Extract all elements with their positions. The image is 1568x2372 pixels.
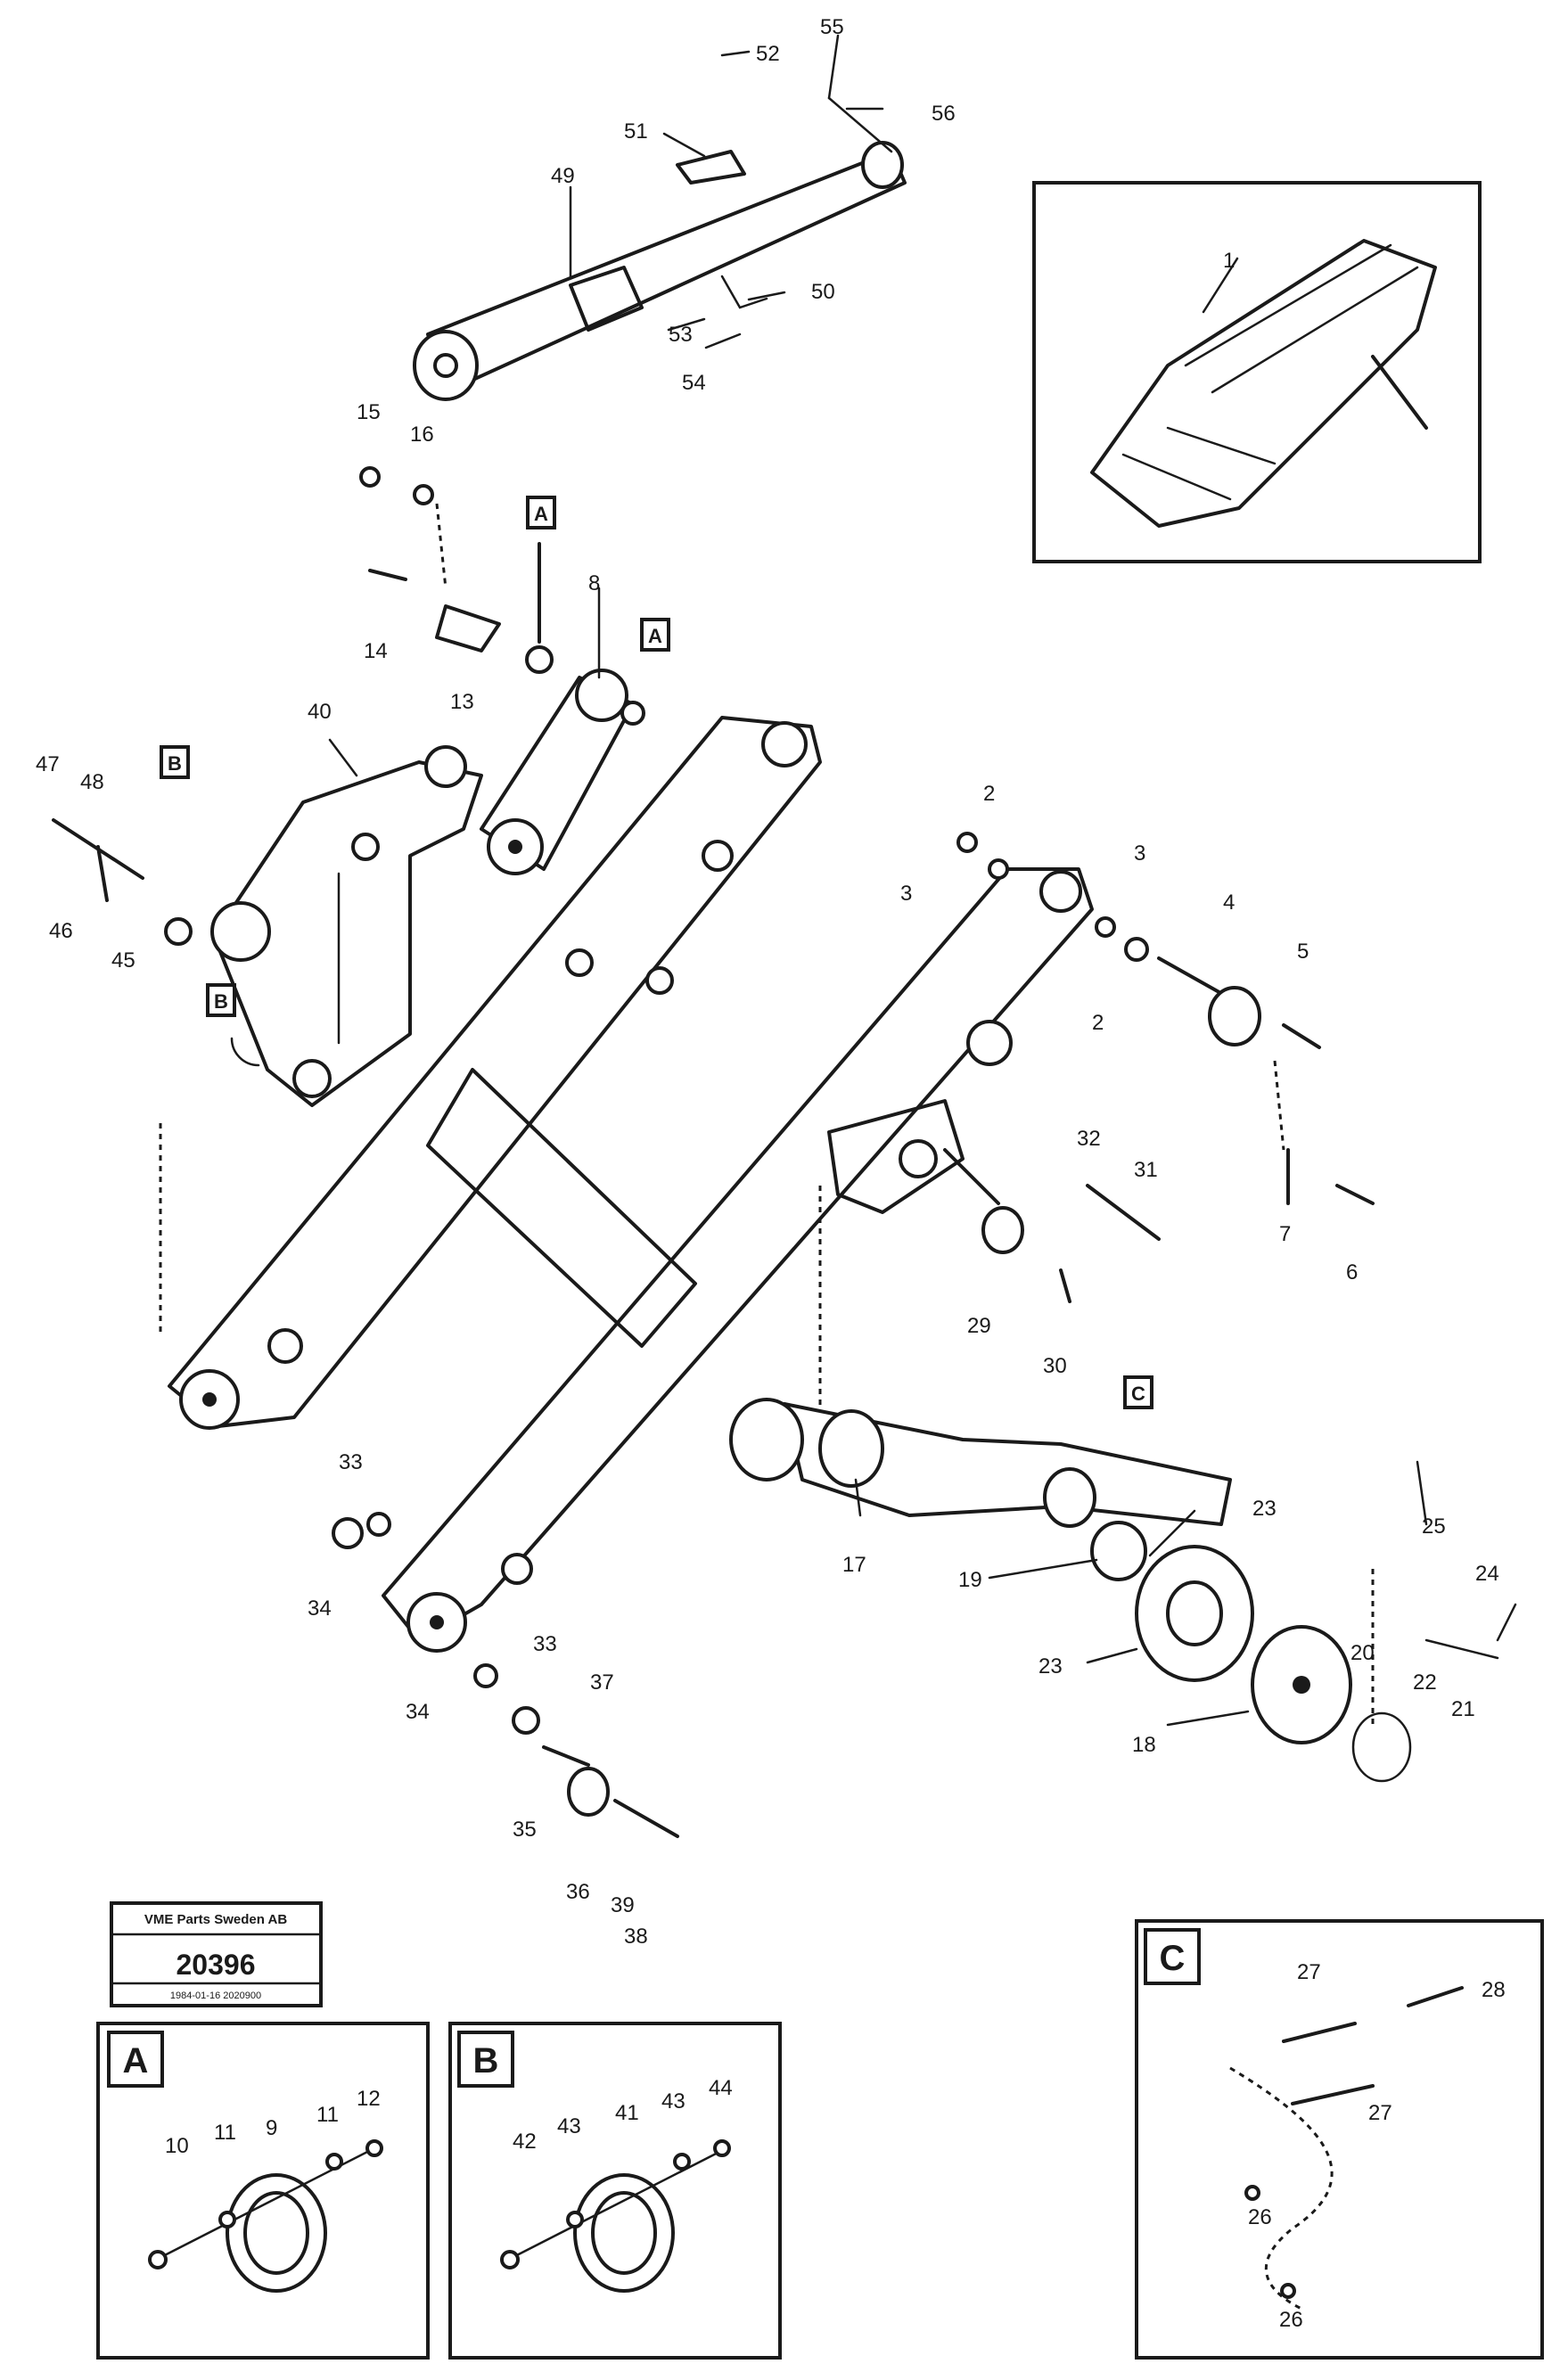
callout-7: 7 xyxy=(1279,1222,1291,1246)
loader-inset xyxy=(1032,181,1482,563)
axle-assembly xyxy=(729,1398,1499,1783)
svg-text:C: C xyxy=(1131,1383,1145,1405)
callout-34a: 34 xyxy=(308,1596,332,1621)
callout-37: 37 xyxy=(590,1670,614,1695)
svg-text:A: A xyxy=(534,503,548,525)
ref-marker-b-2: B xyxy=(206,983,236,1017)
svg-text:VME Parts Sweden AB: VME Parts Sweden AB xyxy=(144,1912,287,1927)
callout-6: 6 xyxy=(1346,1260,1358,1284)
callout-22: 22 xyxy=(1413,1670,1437,1695)
callout-31: 31 xyxy=(1134,1158,1158,1182)
callout-44: 44 xyxy=(709,2076,733,2100)
callout-39: 39 xyxy=(611,1893,635,1917)
callout-55: 55 xyxy=(820,15,844,39)
callouts: 1 49 50 53 54 51 52 55 56 15 16 14 13 8 … xyxy=(36,15,1517,2332)
callout-50: 50 xyxy=(811,280,835,304)
callout-5: 5 xyxy=(1297,940,1309,964)
callout-43b: 43 xyxy=(661,2089,685,2113)
callout-47: 47 xyxy=(36,752,60,776)
callout-29: 29 xyxy=(967,1314,991,1338)
callout-25: 25 xyxy=(1422,1514,1446,1539)
callout-32: 32 xyxy=(1077,1127,1101,1151)
callout-45: 45 xyxy=(111,948,135,973)
callout-24: 24 xyxy=(1475,1562,1499,1586)
svg-text:20396: 20396 xyxy=(177,1949,256,1981)
callout-49: 49 xyxy=(551,164,575,188)
callout-23b: 23 xyxy=(1038,1654,1063,1678)
parts-stamp: VME Parts Sweden AB 20396 1984-01-16 202… xyxy=(110,1901,323,2007)
ref-marker-b-1: B xyxy=(160,745,190,779)
callout-4: 4 xyxy=(1223,891,1235,915)
callout-27a: 27 xyxy=(1297,1960,1321,1984)
callout-2a: 2 xyxy=(983,782,995,806)
callout-18: 18 xyxy=(1132,1733,1156,1757)
callout-36: 36 xyxy=(566,1880,590,1904)
callout-33b: 33 xyxy=(533,1632,557,1656)
callout-11b: 11 xyxy=(316,2103,339,2127)
callout-33a: 33 xyxy=(339,1450,363,1474)
callout-2b: 2 xyxy=(1092,1011,1104,1035)
callout-12: 12 xyxy=(357,2087,381,2111)
callout-23a: 23 xyxy=(1252,1497,1277,1521)
callout-30: 30 xyxy=(1043,1354,1067,1378)
hardware-pins xyxy=(52,466,1375,1838)
callout-56: 56 xyxy=(932,102,956,126)
callout-14: 14 xyxy=(364,639,388,663)
callout-27b: 27 xyxy=(1368,2101,1392,2125)
svg-text:B: B xyxy=(168,752,182,775)
callout-11a: 11 xyxy=(214,2121,236,2145)
detail-box-c: C xyxy=(1135,1919,1544,2360)
callout-3a: 3 xyxy=(900,882,912,906)
callout-38: 38 xyxy=(624,1925,648,1949)
lift-link-8 xyxy=(480,669,635,875)
callout-17: 17 xyxy=(842,1553,866,1577)
callout-3b: 3 xyxy=(1134,841,1145,866)
ref-marker-a-1: A xyxy=(526,496,556,529)
callout-52: 52 xyxy=(756,42,780,66)
callout-15: 15 xyxy=(357,400,381,424)
bell-crank-40 xyxy=(210,745,483,1107)
callout-40: 40 xyxy=(308,700,332,724)
callout-51: 51 xyxy=(624,119,648,144)
detail-box-a: A xyxy=(96,2022,430,2360)
callout-16: 16 xyxy=(410,423,434,447)
callout-41: 41 xyxy=(615,2101,639,2125)
callout-13: 13 xyxy=(450,690,474,714)
callout-26b: 26 xyxy=(1279,2308,1303,2332)
callout-28: 28 xyxy=(1482,1978,1506,2002)
svg-text:B: B xyxy=(214,990,228,1013)
callout-8: 8 xyxy=(588,571,600,595)
callout-43a: 43 xyxy=(557,2114,581,2138)
callout-26a: 26 xyxy=(1248,2205,1272,2229)
svg-text:B: B xyxy=(473,2041,499,2081)
svg-text:A: A xyxy=(648,625,662,647)
ref-marker-a-2: A xyxy=(640,618,670,652)
callout-1: 1 xyxy=(1223,249,1235,273)
callout-9: 9 xyxy=(266,2116,277,2140)
svg-text:1984-01-16 2020900: 1984-01-16 2020900 xyxy=(170,1990,261,2001)
callout-19: 19 xyxy=(958,1568,982,1592)
hydraulic-cylinder xyxy=(413,96,907,401)
callout-53: 53 xyxy=(669,323,693,347)
callout-42: 42 xyxy=(513,2130,537,2154)
callout-54: 54 xyxy=(682,371,706,395)
callout-48: 48 xyxy=(80,770,104,794)
callout-21: 21 xyxy=(1451,1697,1475,1721)
callout-20: 20 xyxy=(1350,1641,1375,1665)
callout-35: 35 xyxy=(513,1818,537,1842)
callout-34b: 34 xyxy=(406,1700,430,1724)
svg-text:C: C xyxy=(1160,1939,1186,1978)
lift-frame xyxy=(159,716,1094,1653)
detail-box-b: B xyxy=(448,2022,782,2360)
svg-text:A: A xyxy=(123,2041,149,2081)
ref-marker-c-1: C xyxy=(1123,1375,1153,1409)
callout-10: 10 xyxy=(165,2134,189,2158)
callout-46: 46 xyxy=(49,919,73,943)
